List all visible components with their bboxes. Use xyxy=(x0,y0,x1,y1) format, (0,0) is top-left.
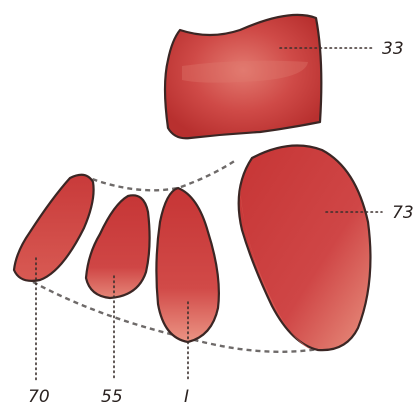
label-73: 73 xyxy=(392,203,414,223)
middle-shape xyxy=(86,195,150,298)
label-70: 70 xyxy=(28,387,50,407)
label-55: 55 xyxy=(101,387,123,407)
label-I: I xyxy=(184,387,189,407)
upper-hull-connector xyxy=(84,160,236,190)
label-33: 33 xyxy=(382,39,404,59)
large-shape xyxy=(239,146,371,351)
sliver-shape xyxy=(14,175,94,281)
